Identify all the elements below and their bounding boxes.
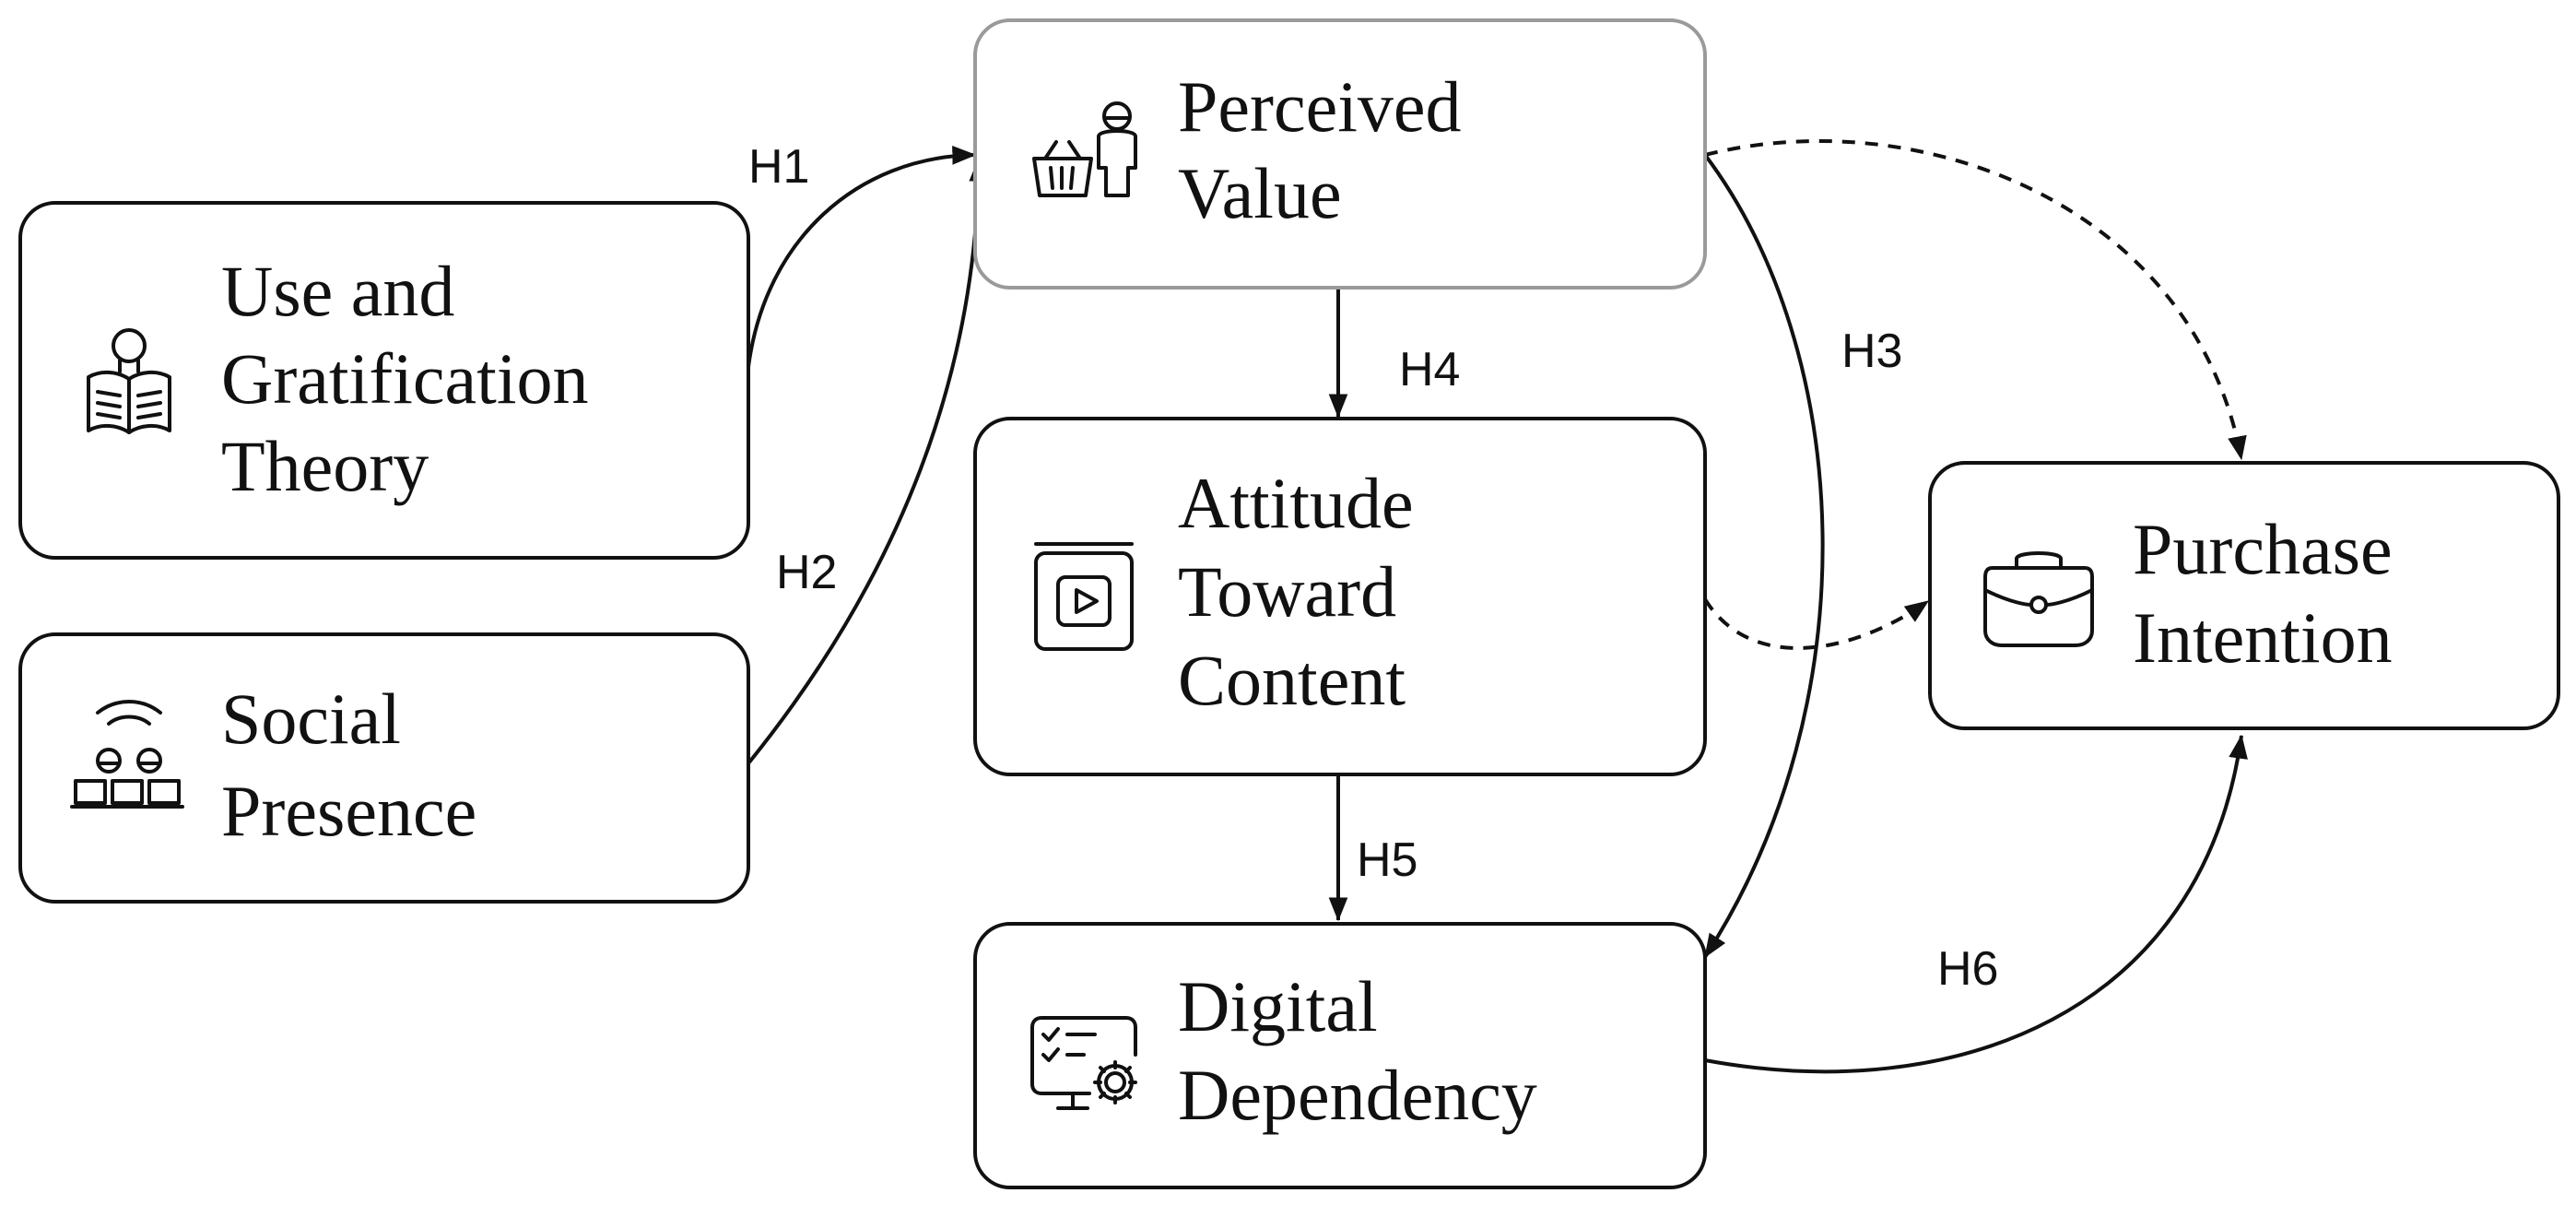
svg-text:Attitude Toward Co: Attitude Toward Content [1178, 463, 1431, 720]
reading-person-icon [87, 328, 171, 434]
hypothesis-label-h1: H1 [748, 140, 809, 194]
perceived-value-line-2: Value [1178, 153, 1342, 233]
shopper-basket-icon [1032, 101, 1137, 197]
shopping-bag-icon [1983, 551, 2094, 647]
arrow-h1 [747, 146, 977, 368]
arrow-h6 [1704, 734, 2248, 1074]
perceived-value-line-1: Perceived [1178, 66, 1462, 147]
svg-text:Use and Gratification: Use and Gratification Theory [221, 251, 606, 506]
node-use-gratification: Use and Gratification Theory [18, 201, 750, 560]
hypothesis-label-h6: H6 [1937, 942, 1998, 996]
social-presence-line-2: Presence [221, 771, 476, 851]
digital-dependency-line-1: Digital [1178, 966, 1378, 1046]
hypothesis-label-h2: H2 [776, 546, 837, 599]
svg-text:Social Presence: Social Presence [221, 679, 476, 851]
svg-text:Purchase Intention: Purchase Intention [2133, 509, 2410, 678]
node-perceived-value: Perceived Value [973, 18, 1707, 289]
video-book-icon [1034, 542, 1134, 651]
use-gratification-line-2: Gratification [221, 338, 589, 419]
dashed-arrow-value-purchase [1704, 138, 2247, 461]
hypothesis-label-h3: H3 [1841, 325, 1902, 378]
arrow-h3 [1703, 153, 1825, 959]
node-social-presence: Social Presence [18, 632, 750, 904]
purchase-intention-line-1: Purchase [2133, 509, 2393, 589]
node-digital-dependency: Digital Dependency [973, 922, 1707, 1189]
purchase-intention-line-2: Intention [2133, 597, 2393, 678]
use-gratification-line-3: Theory [221, 426, 429, 506]
attitude-content-line-2: Toward [1178, 551, 1396, 632]
monitor-gear-icon [1030, 1016, 1137, 1110]
svg-text:Digital Dependency: Digital Dependency [1178, 966, 1537, 1135]
hypothesis-label-h4: H4 [1399, 343, 1460, 396]
node-purchase-intention: Purchase Intention [1928, 461, 2560, 730]
svg-text:Perceived Value: Perceived Value [1178, 66, 1479, 233]
hypothesis-label-h5: H5 [1357, 833, 1417, 887]
digital-dependency-line-2: Dependency [1178, 1055, 1537, 1135]
people-laptops-icon [70, 700, 184, 809]
dashed-arrow-attitude-purchase [1703, 597, 1930, 650]
attitude-content-line-3: Content [1178, 640, 1406, 720]
attitude-content-line-1: Attitude [1178, 463, 1414, 543]
social-presence-line-1: Social [221, 679, 401, 759]
use-gratification-line-1: Use and [221, 251, 454, 331]
arrow-h2 [747, 157, 989, 765]
node-attitude-content: Attitude Toward Content [973, 417, 1707, 776]
